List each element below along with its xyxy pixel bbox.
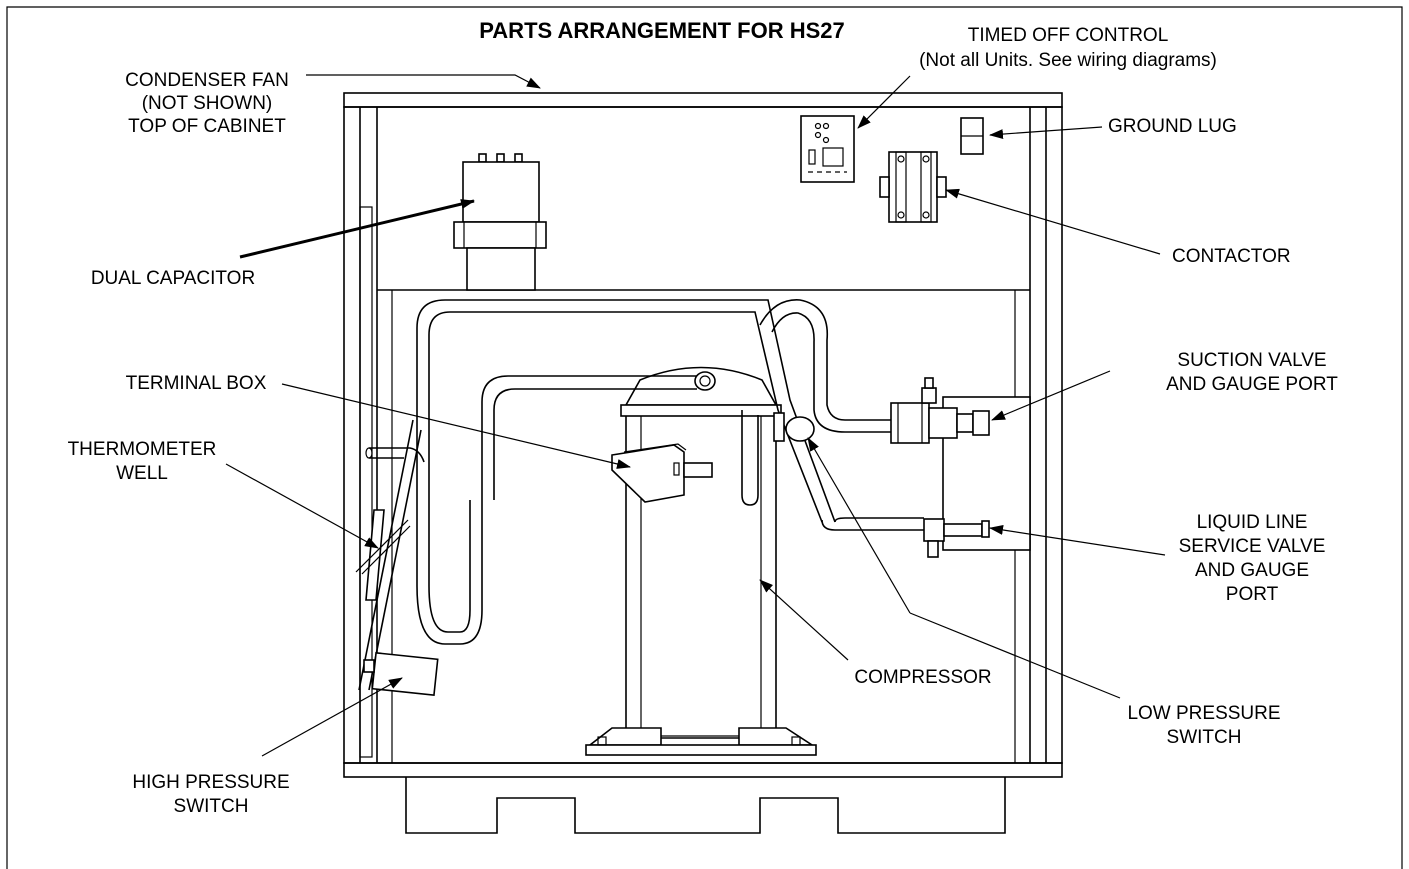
svg-text:HIGH PRESSURE: HIGH PRESSURE — [132, 772, 289, 793]
svg-text:AND GAUGE: AND GAUGE — [1195, 560, 1309, 581]
label-compressor: COMPRESSOR — [854, 667, 991, 688]
svg-text:TERMINAL BOX: TERMINAL BOX — [126, 373, 267, 394]
svg-text:WELL: WELL — [116, 463, 168, 484]
label-liquid-line: LIQUID LINE SERVICE VALVE AND GAUGE PORT — [1179, 512, 1326, 605]
liquid-line-valve-part — [923, 518, 990, 558]
outer-frame — [6, 6, 1403, 869]
svg-text:SERVICE VALVE: SERVICE VALVE — [1179, 536, 1326, 557]
label-dual-capacitor: DUAL CAPACITOR — [91, 268, 255, 289]
svg-text:COMPRESSOR: COMPRESSOR — [854, 667, 991, 688]
svg-text:CONTACTOR: CONTACTOR — [1172, 246, 1291, 267]
suction-valve-part — [890, 377, 990, 444]
base-pallet — [405, 777, 1006, 834]
timed-off-control-part — [800, 115, 855, 183]
svg-text:LOW PRESSURE: LOW PRESSURE — [1127, 703, 1280, 724]
contactor-part — [879, 151, 947, 223]
svg-text:CONDENSER FAN: CONDENSER FAN — [125, 70, 289, 91]
low-pressure-switch-part — [773, 412, 815, 442]
label-terminal-box: TERMINAL BOX — [126, 373, 267, 394]
svg-text:(Not all Units. See wiring dia: (Not all Units. See wiring diagrams) — [919, 50, 1217, 71]
svg-text:GROUND LUG: GROUND LUG — [1108, 116, 1237, 137]
leader-lines — [225, 74, 1166, 757]
ground-lug-part — [960, 117, 984, 155]
diagram-title: PARTS ARRANGEMENT FOR HS27 — [479, 18, 844, 43]
svg-text:AND GAUGE PORT: AND GAUGE PORT — [1166, 374, 1338, 395]
svg-text:DUAL CAPACITOR: DUAL CAPACITOR — [91, 268, 255, 289]
svg-text:SWITCH: SWITCH — [174, 796, 249, 817]
dual-capacitor-part — [453, 153, 547, 291]
svg-text:PORT: PORT — [1226, 584, 1279, 605]
thermometer-well-part — [355, 509, 411, 601]
svg-text:LIQUID LINE: LIQUID LINE — [1197, 512, 1308, 533]
label-thermometer-well: THERMOMETER WELL — [68, 439, 217, 484]
svg-text:SUCTION VALVE: SUCTION VALVE — [1177, 350, 1326, 371]
label-low-pressure-switch: LOW PRESSURE SWITCH — [1127, 703, 1280, 748]
refrigerant-piping — [358, 299, 924, 691]
svg-text:(NOT SHOWN): (NOT SHOWN) — [142, 93, 273, 114]
label-ground-lug: GROUND LUG — [1108, 116, 1237, 137]
label-condenser-fan: CONDENSER FAN (NOT SHOWN) TOP OF CABINET — [125, 70, 289, 137]
svg-text:SWITCH: SWITCH — [1167, 727, 1242, 748]
label-contactor: CONTACTOR — [1172, 246, 1291, 267]
svg-text:THERMOMETER: THERMOMETER — [68, 439, 217, 460]
label-high-pressure-switch: HIGH PRESSURE SWITCH — [132, 772, 289, 817]
high-pressure-switch-part — [363, 651, 439, 697]
label-suction-valve: SUCTION VALVE AND GAUGE PORT — [1166, 350, 1338, 395]
label-timed-off-control: TIMED OFF CONTROL (Not all Units. See wi… — [919, 25, 1217, 71]
svg-text:TIMED OFF CONTROL: TIMED OFF CONTROL — [968, 25, 1169, 46]
svg-text:TOP OF CABINET: TOP OF CABINET — [128, 116, 286, 137]
